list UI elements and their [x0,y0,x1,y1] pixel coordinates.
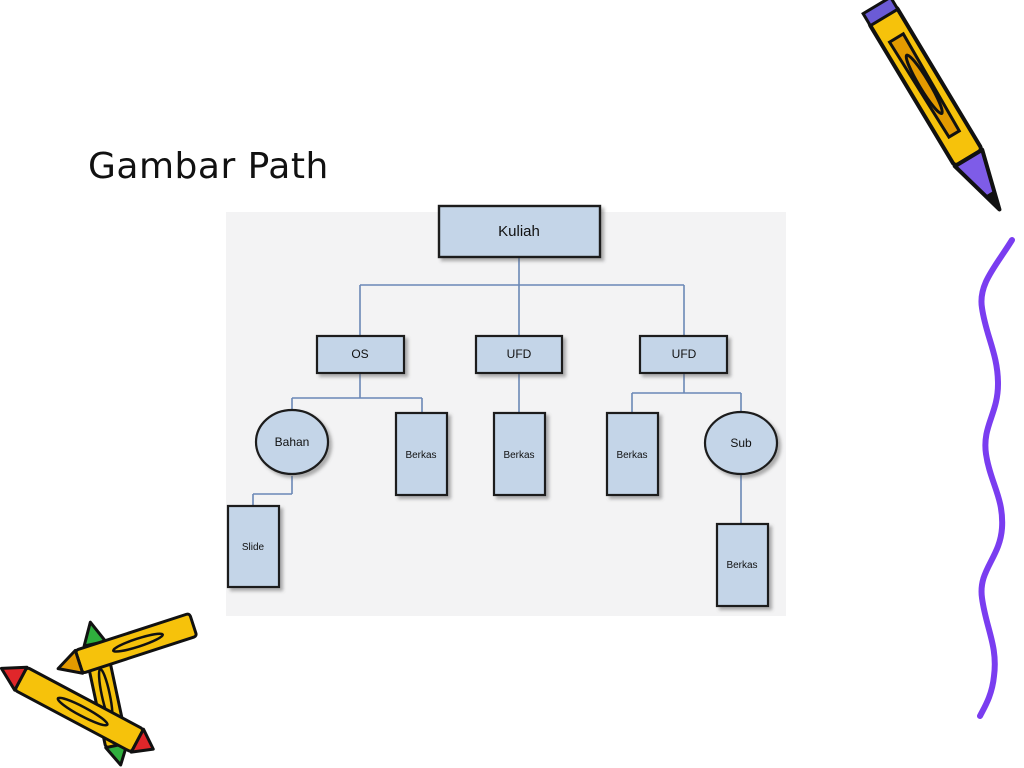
node-os-label: OS [351,347,368,361]
node-ufd-1-label: UFD [507,347,532,361]
connector-lines [252,258,742,524]
node-os: OS [315,334,406,375]
node-bahan: Bahan [254,408,330,476]
node-berkas-ufd-1: Berkas [492,411,547,497]
node-berkas-ufd-2-label: Berkas [616,450,647,461]
node-berkas-sub-label: Berkas [726,560,757,571]
crayons-icon [0,612,198,767]
node-sub: Sub [703,410,779,476]
node-kuliah: Kuliah [437,204,602,259]
node-bahan-label: Bahan [275,435,310,449]
path-diagram: Kuliah OS UFD UFD Bahan Berkas Berkas [226,200,790,620]
node-slide-label: Slide [242,542,265,553]
node-ufd-2-label: UFD [672,347,697,361]
node-berkas-sub: Berkas [715,522,770,608]
slide-title: Gambar Path [88,146,329,187]
tree-diagram: Kuliah OS UFD UFD Bahan Berkas Berkas [226,204,779,608]
node-slide: Slide [226,504,281,589]
node-ufd-1: UFD [474,334,564,375]
pencil-icon [861,0,1002,212]
node-berkas-os: Berkas [394,411,449,497]
node-kuliah-label: Kuliah [498,223,540,240]
wavy-line-decoration [977,237,1015,719]
node-berkas-ufd-2: Berkas [605,411,660,497]
node-sub-label: Sub [730,436,752,450]
node-berkas-ufd-1-label: Berkas [503,450,534,461]
node-berkas-os-label: Berkas [405,450,436,461]
node-ufd-2: UFD [638,334,729,375]
